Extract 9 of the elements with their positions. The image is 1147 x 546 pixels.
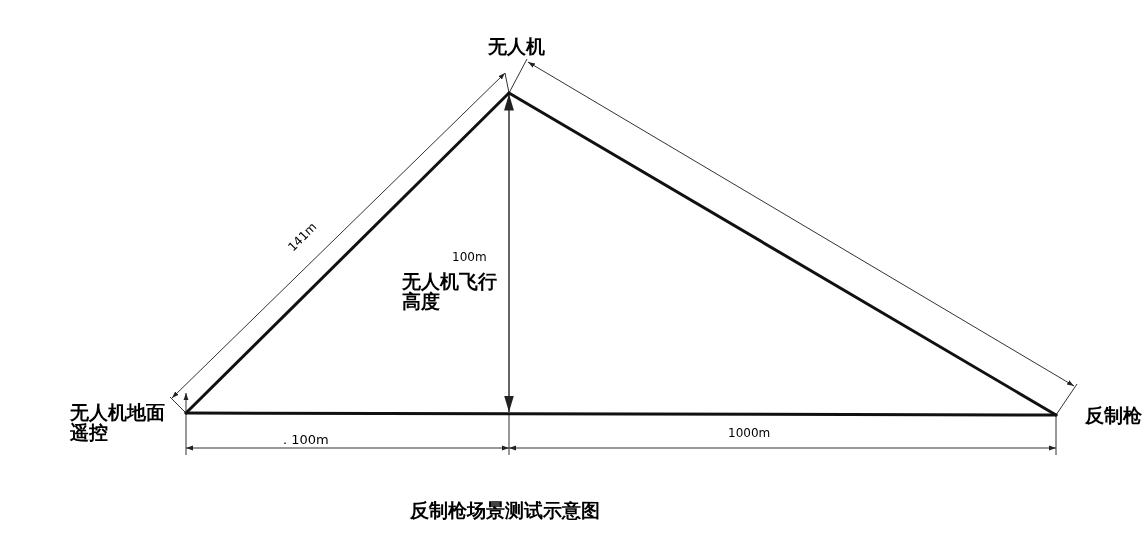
point-label: 反制枪 (1084, 405, 1142, 425)
height-label: 无人机飞行高度 (402, 271, 497, 311)
caption: 反制枪场景测试示意图 (410, 498, 600, 523)
dimension-label: 100m (452, 250, 487, 264)
point-label: 无人机地面遥控 (70, 402, 166, 442)
point-label: 无人机 (488, 36, 546, 56)
triangle-side (184, 411, 1058, 417)
dimension-label: 1000m (728, 426, 771, 440)
dimension-label: . 100m (283, 432, 329, 447)
